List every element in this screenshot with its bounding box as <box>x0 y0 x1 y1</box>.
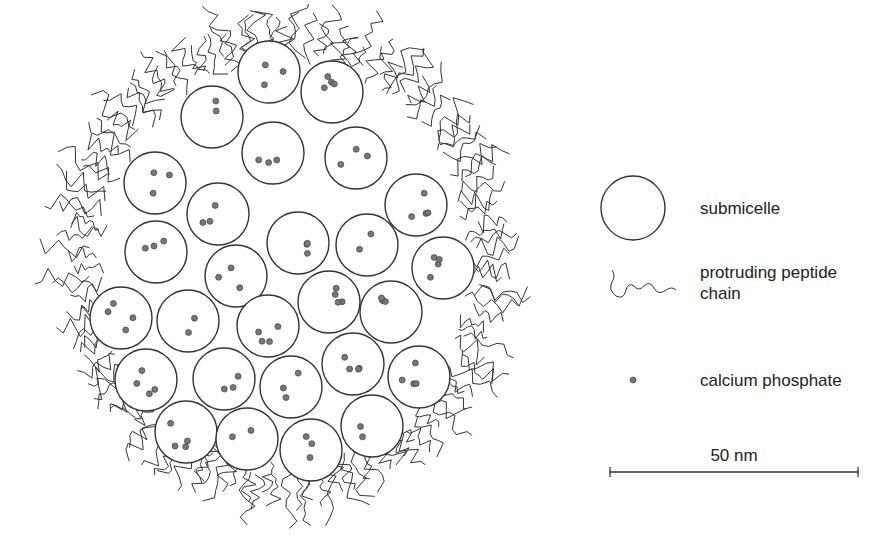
legend-text: calcium phosphate <box>700 370 842 391</box>
scale-bar <box>610 471 858 472</box>
legend-text: submicelle <box>700 198 780 219</box>
legend-text: protruding peptide chain <box>700 262 840 304</box>
scale-label: 50 nm <box>710 445 757 466</box>
calcium-phosphate-dots <box>105 62 442 461</box>
legend-dot <box>630 377 636 383</box>
legend-squiggle <box>611 270 676 297</box>
scale-tick <box>609 467 610 477</box>
submicelles <box>90 41 474 481</box>
peptide-chains <box>35 4 530 528</box>
scale-tick <box>857 467 858 477</box>
legend-circle <box>601 176 665 240</box>
